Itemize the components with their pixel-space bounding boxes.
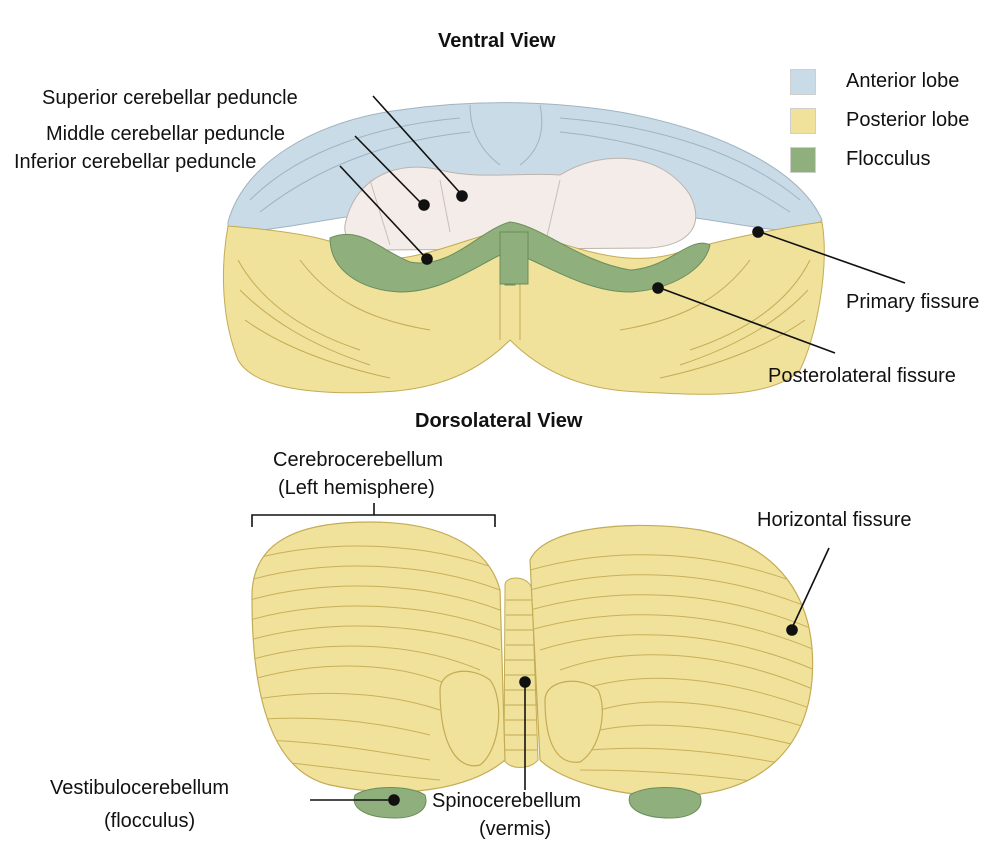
legend-label-anterior: Anterior lobe [846,70,959,93]
legend-item-posterior: Posterior lobe [790,101,969,140]
ventral-view-image [223,103,824,395]
dorsolateral-view-image [250,522,815,818]
label-middle-peduncle: Middle cerebellar peduncle [46,122,285,146]
posterior-lobe-swatch [790,108,816,134]
anterior-lobe-swatch [790,69,816,95]
label-vestibulocerebellum: Vestibulocerebellum [50,776,229,800]
label-primary-fissure: Primary fissure [846,290,979,314]
label-cerebrocerebellum: Cerebrocerebellum [273,448,443,472]
legend: Anterior lobe Posterior lobe Flocculus [790,62,969,179]
label-spinocerebellum: Spinocerebellum [432,789,581,813]
label-superior-peduncle: Superior cerebellar peduncle [42,86,298,110]
label-horizontal-fissure: Horizontal fissure [757,508,912,532]
label-vermis-paren: (vermis) [479,817,551,841]
label-flocculus-paren: (flocculus) [104,809,195,833]
right-flocculus-region [629,788,701,819]
legend-label-posterior: Posterior lobe [846,109,969,132]
label-inferior-peduncle: Inferior cerebellar peduncle [14,150,256,174]
label-left-hemisphere: (Left hemisphere) [278,476,435,500]
legend-item-flocculus: Flocculus [790,140,969,179]
dorsolateral-view-title: Dorsolateral View [415,409,582,433]
legend-label-flocculus: Flocculus [846,148,930,171]
legend-item-anterior: Anterior lobe [790,62,969,101]
label-posterolateral-fissure: Posterolateral fissure [768,364,956,388]
flocculus-swatch [790,147,816,173]
ventral-view-title: Ventral View [438,29,555,53]
